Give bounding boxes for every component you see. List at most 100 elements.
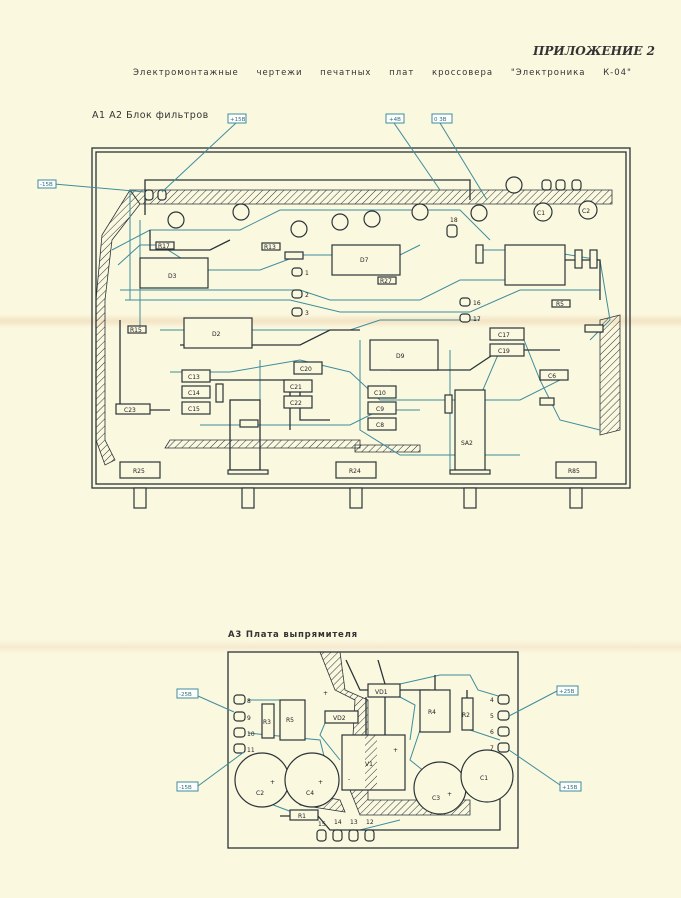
resistor-r5: R5 xyxy=(551,299,571,308)
svg-text:D3: D3 xyxy=(168,273,177,280)
svg-text:C4: C4 xyxy=(306,790,314,797)
resistor-r3: R3 xyxy=(261,703,275,739)
pin-1: 1 xyxy=(291,267,309,277)
svg-text:14: 14 xyxy=(334,819,342,826)
cap-c14: C14 xyxy=(181,385,211,399)
capacitor-c4: C4 xyxy=(284,752,340,808)
svg-text:C3: C3 xyxy=(432,795,440,802)
svg-text:+: + xyxy=(447,791,452,798)
svg-text:R5: R5 xyxy=(556,301,564,308)
potentiometer-r85[interactable]: R85 xyxy=(555,461,597,509)
resistor xyxy=(239,419,259,428)
svg-text:V1: V1 xyxy=(365,761,373,768)
svg-text:C2: C2 xyxy=(582,208,590,215)
electrolytic-capacitor xyxy=(505,176,523,194)
resistor-r5: R5 xyxy=(279,699,306,741)
svg-text:2: 2 xyxy=(305,292,309,299)
svg-text:11: 11 xyxy=(247,747,255,754)
section-title-a3: A3 Плата выпрямителя xyxy=(228,630,358,640)
capacitor-c2: C2 xyxy=(234,752,290,808)
svg-text:R25: R25 xyxy=(133,468,145,475)
svg-text:C2: C2 xyxy=(256,790,264,797)
switch-sa2[interactable]: SA2 xyxy=(449,389,491,509)
svg-text:SA2: SA2 xyxy=(461,440,473,447)
svg-text:C1: C1 xyxy=(537,210,545,217)
callout-plus25v: +25В xyxy=(508,685,579,717)
resistor xyxy=(574,249,583,269)
svg-text:6: 6 xyxy=(490,729,494,736)
svg-text:9: 9 xyxy=(247,715,251,722)
diode-vd1: VD1 xyxy=(367,683,401,698)
svg-text:+: + xyxy=(270,779,275,786)
svg-text:3: 3 xyxy=(305,310,309,317)
capacitor-c1: C1 xyxy=(460,749,514,803)
pin-2: 2 xyxy=(291,289,309,299)
svg-text:0 3В: 0 3В xyxy=(434,117,447,123)
svg-text:15: 15 xyxy=(318,821,326,828)
pin-3: 3 xyxy=(291,307,309,317)
svg-text:C9: C9 xyxy=(376,406,384,413)
cap-c21: C21 xyxy=(283,379,313,393)
resistor-r2: R2 xyxy=(461,697,474,731)
ic-block xyxy=(504,244,566,286)
electrolytic-capacitor xyxy=(290,220,308,238)
pin-16: 16 xyxy=(459,297,481,307)
svg-text:+: + xyxy=(393,747,398,754)
svg-text:C21: C21 xyxy=(290,384,302,391)
cap-c10: C10 xyxy=(367,385,397,399)
svg-text:C10: C10 xyxy=(374,390,386,397)
potentiometer-r25[interactable]: R25 xyxy=(119,461,161,509)
svg-text:R4: R4 xyxy=(428,709,436,716)
callout-plus15v: +15В xyxy=(508,749,582,792)
svg-text:+: + xyxy=(323,690,328,697)
electrolytic-capacitor xyxy=(363,210,381,228)
svg-text:+15В: +15В xyxy=(230,117,246,123)
resistor-r1: R1 xyxy=(289,809,319,821)
svg-text:-15В: -15В xyxy=(40,182,53,188)
svg-text:16: 16 xyxy=(473,300,481,307)
pin xyxy=(157,189,167,201)
cap-c20: C20 xyxy=(293,361,323,375)
callout-plus15v: +15В xyxy=(161,113,247,193)
svg-text:-25В: -25В xyxy=(179,692,192,698)
ic-d7: D7 xyxy=(331,244,401,276)
svg-text:R15: R15 xyxy=(130,327,142,334)
ic-d3: D3 xyxy=(139,257,209,289)
svg-text:12: 12 xyxy=(366,819,374,826)
cap-c17: C17 xyxy=(489,327,525,341)
cap-c15: C15 xyxy=(181,401,211,415)
svg-text:R13: R13 xyxy=(264,244,276,251)
svg-text:C14: C14 xyxy=(188,390,200,397)
cap-c22: C22 xyxy=(283,395,313,409)
svg-text:13: 13 xyxy=(350,819,358,826)
diode-vd2: VD2 xyxy=(324,710,359,724)
cap-c6: C6 xyxy=(539,369,569,381)
svg-text:+4В: +4В xyxy=(389,117,401,123)
ic-d9: D9 xyxy=(369,339,439,371)
paper-fold xyxy=(0,314,681,328)
potentiometer-r24[interactable]: R24 xyxy=(335,461,377,509)
resistor xyxy=(584,324,604,333)
pin xyxy=(555,179,566,191)
svg-text:10: 10 xyxy=(247,731,255,738)
resistor-r13: R13 xyxy=(261,242,281,251)
svg-text:5: 5 xyxy=(490,713,494,720)
resistor xyxy=(539,397,555,406)
callout-minus25v: -25В xyxy=(176,688,235,713)
svg-text:C6: C6 xyxy=(548,373,556,380)
resistor xyxy=(284,251,304,260)
svg-text:R17: R17 xyxy=(158,243,170,250)
switch-sa1[interactable] xyxy=(227,399,269,509)
svg-text:8: 8 xyxy=(247,698,251,705)
pin-17: 17 xyxy=(459,313,481,323)
cap-c1: C1 xyxy=(533,202,553,222)
svg-text:17: 17 xyxy=(473,316,481,323)
cap-c19: C19 xyxy=(489,343,525,357)
svg-text:1: 1 xyxy=(305,270,309,277)
cap-c13: C13 xyxy=(181,369,211,383)
svg-text:+25В: +25В xyxy=(559,689,575,695)
pin xyxy=(144,189,154,201)
filter-board: D3 D2 D7 D9 C13 C14 C15 C20 C21 C22 C23 … xyxy=(37,113,631,509)
resistor xyxy=(215,383,224,403)
